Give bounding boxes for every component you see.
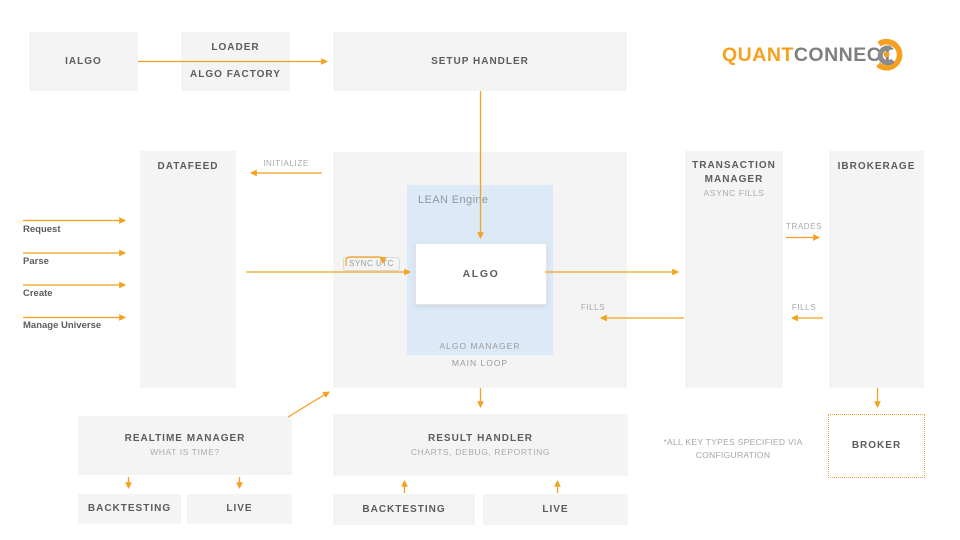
node-transaction-manager-subtitle: ASYNC FILLS [703, 188, 765, 198]
node-ialgo: IALGO [29, 32, 138, 91]
main-loop-caption: MAIN LOOP [451, 358, 509, 368]
node-backtesting-left: BACKTESTING [78, 494, 181, 524]
side-label-request: Request [23, 224, 61, 235]
side-label-create: Create [23, 288, 53, 299]
node-datafeed: DATAFEED [140, 151, 236, 388]
edge-label-sync-utc: SYNC UTC [343, 257, 400, 271]
node-ibrokerage: IBROKERAGE [829, 151, 924, 388]
node-live-left-label: LIVE [226, 503, 253, 514]
node-live-right: LIVE [483, 494, 628, 525]
node-loader-label: LOADER [211, 42, 260, 53]
side-label-manage-universe: Manage Universe [23, 320, 102, 331]
algo-manager-caption: ALGO MANAGER [439, 341, 521, 351]
logo-inner-swirl [877, 45, 895, 66]
node-broker-label: BROKER [851, 440, 902, 451]
quantconnect-logo: QUANTCONNECT [722, 44, 894, 67]
node-algo-label: ALGO [462, 268, 500, 280]
logo-quant-text: QUANT [722, 44, 794, 66]
node-realtime-manager: REALTIME MANAGER WHAT IS TIME? [78, 416, 292, 475]
lean-engine-label: LEAN Engine [418, 194, 489, 206]
edge-label-fills-to-transaction-manager: FILLS [791, 303, 817, 312]
node-algo-factory-label: ALGO FACTORY [190, 69, 281, 80]
logo-center-dot [883, 51, 890, 58]
logo-outer-swirl [876, 38, 903, 71]
edge-label-initialize: INITIALIZE [263, 159, 309, 168]
configuration-note-line1: *ALL KEY TYPES SPECIFIED VIA [663, 437, 803, 447]
node-result-handler: RESULT HANDLER CHARTS, DEBUG, REPORTING [333, 414, 628, 476]
node-backtesting-right: BACKTESTING [333, 494, 475, 525]
node-realtime-manager-label: REALTIME MANAGER [124, 433, 246, 444]
edge-label-fills-to-lean: FILLS [580, 303, 606, 312]
arrow-realtime-manager-to-lean [287, 391, 330, 418]
node-backtesting-right-label: BACKTESTING [362, 503, 446, 515]
quantconnect-swirl-icon [876, 38, 903, 71]
node-transaction-manager-label2: MANAGER [704, 174, 764, 185]
node-live-left: LIVE [187, 494, 292, 524]
edge-label-trades: TRADES [785, 222, 823, 231]
node-broker: BROKER [828, 414, 925, 478]
node-result-handler-label: RESULT HANDLER [428, 432, 533, 444]
node-setup-handler: SETUP HANDLER [333, 32, 627, 91]
node-backtesting-left-label: BACKTESTING [87, 503, 172, 514]
configuration-note: *ALL KEY TYPES SPECIFIED VIA CONFIGURATI… [650, 436, 816, 462]
node-result-handler-subtitle: CHARTS, DEBUG, REPORTING [410, 446, 551, 457]
node-ibrokerage-label: IBROKERAGE [837, 161, 916, 172]
node-loader-algo-factory: LOADER ALGO FACTORY [181, 32, 290, 91]
logo-connect-text: CONNECT [793, 44, 894, 66]
node-transaction-manager-label1: TRANSACTION [692, 160, 776, 171]
node-realtime-manager-subtitle: WHAT IS TIME? [150, 447, 220, 457]
configuration-note-line2: CONFIGURATION [695, 450, 771, 460]
node-datafeed-label: DATAFEED [157, 161, 219, 172]
node-transaction-manager: TRANSACTION MANAGER ASYNC FILLS [685, 151, 783, 388]
node-setup-handler-label: SETUP HANDLER [431, 55, 529, 67]
side-label-parse: Parse [23, 256, 49, 267]
node-live-right-label: LIVE [542, 503, 569, 515]
node-ialgo-label: IALGO [65, 55, 102, 67]
node-algo: ALGO [415, 243, 547, 305]
